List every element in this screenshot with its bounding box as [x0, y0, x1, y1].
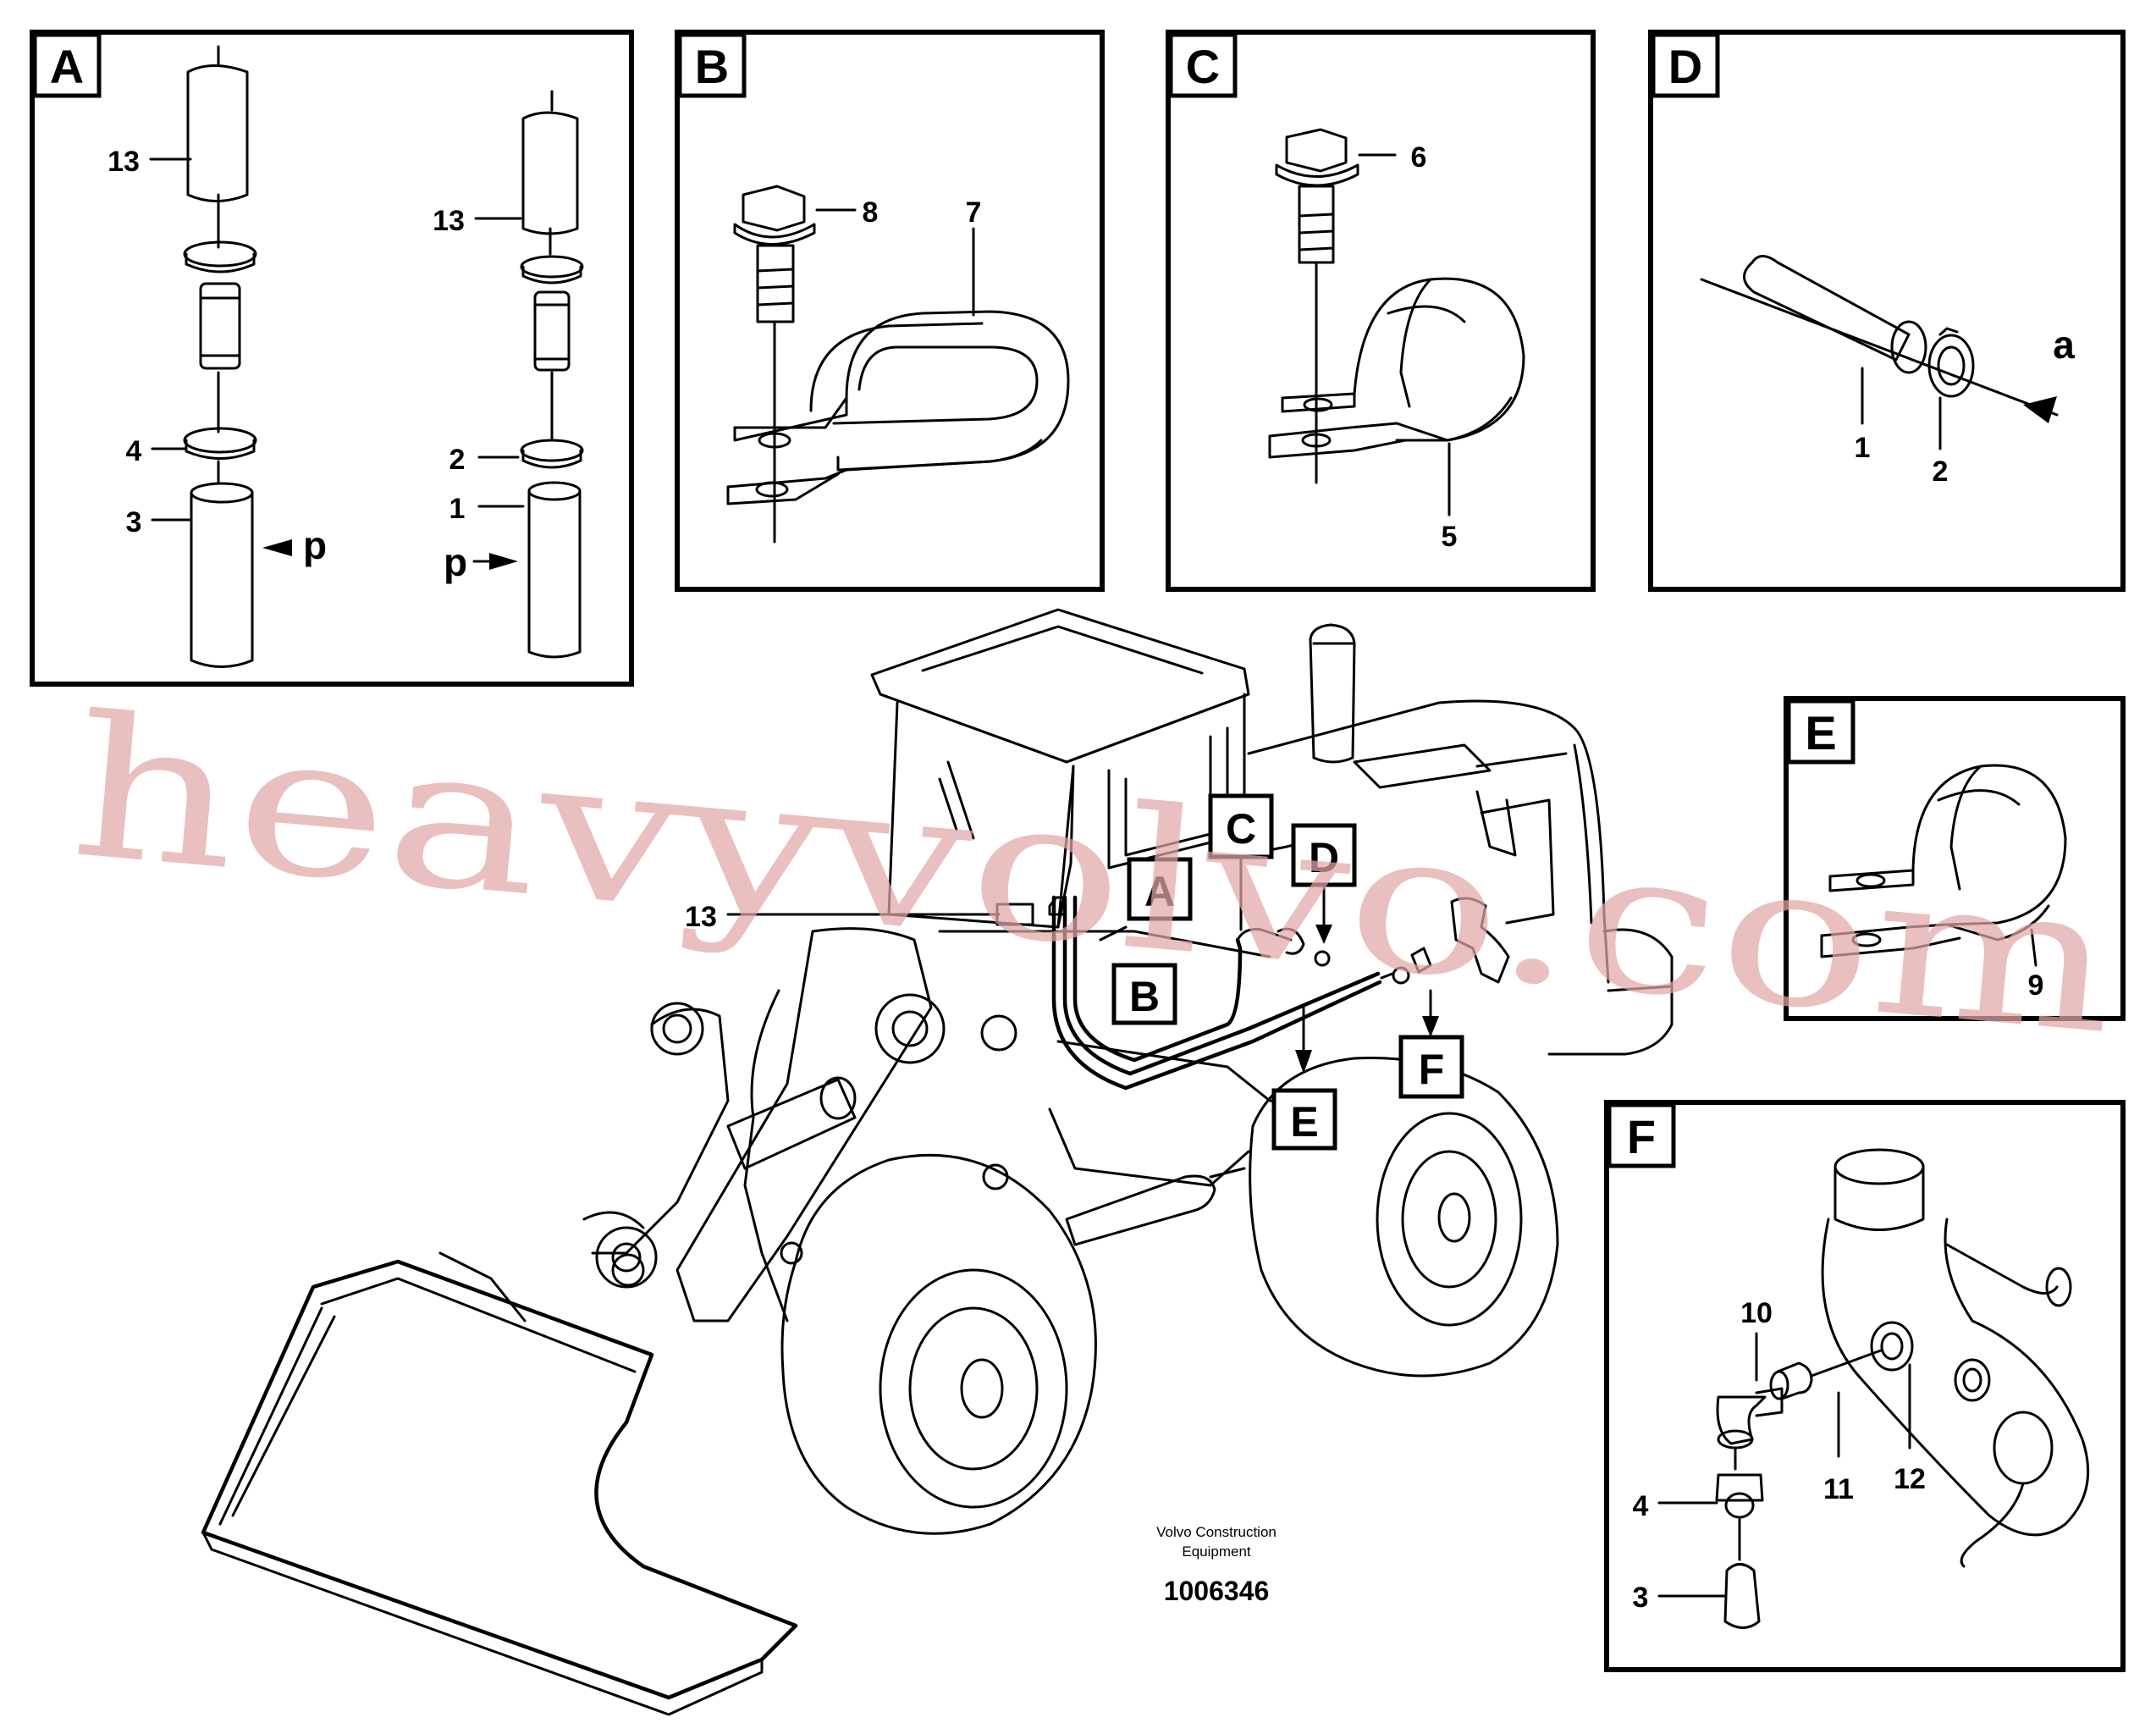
panel-f-tag [1607, 1102, 1676, 1168]
panel-e-letter: E [1805, 706, 1836, 759]
panel-d-label-a: a [2053, 323, 2075, 367]
panel-d-tag [1651, 32, 1720, 98]
panel-c-frame [1166, 30, 1596, 592]
panel-e-tag [1786, 699, 1855, 765]
caption-line-2: Equipment [1182, 1543, 1251, 1560]
panel-a-label-13-left: 13 [108, 146, 140, 178]
panel-a-label-13-right: 13 [433, 205, 465, 237]
panel-e-label-9: 9 [2028, 969, 2044, 1002]
panel-b-tag [677, 32, 747, 98]
location-tag-a: A [1099, 857, 1193, 942]
panel-a-frame [30, 30, 634, 687]
location-tag-d: D [1291, 823, 1357, 944]
location-tag-b: B [1111, 963, 1177, 1025]
panel-e-frame [1784, 696, 2126, 1021]
detail-panel-a: A 13 4 3 p [30, 30, 634, 687]
hose-assembly-left [183, 45, 257, 668]
detail-panel-d: D a 1 2 [1648, 30, 2126, 592]
drawing-number: 1006346 [1164, 1576, 1270, 1606]
location-tag-c: C [1208, 793, 1274, 931]
panel-a-label-1: 1 [449, 493, 466, 525]
hose-and-clamp-drawing [1700, 255, 2059, 417]
panel-f-label-10: 10 [1740, 1297, 1773, 1329]
machine-label-13: 13 [685, 901, 717, 933]
connector-assembly-drawing [1715, 1148, 2090, 1629]
location-tag-e: E [1271, 1006, 1337, 1151]
svg-text:D: D [1309, 834, 1339, 881]
panel-a-arrow-p-left [262, 539, 292, 556]
panel-c-letter: C [1186, 40, 1220, 93]
clamp-7-drawing [726, 310, 1070, 505]
bolt-6-drawing [1275, 128, 1359, 484]
panel-c-tag [1168, 32, 1238, 98]
panel-f-label-11: 11 [1823, 1473, 1854, 1505]
panel-b-frame [675, 30, 1105, 592]
detail-panel-f: F [1604, 1100, 2126, 1672]
panel-a-tag [32, 32, 102, 98]
panel-f-letter: F [1627, 1110, 1656, 1163]
panel-d-arrow-a [2023, 396, 2057, 423]
panel-c-label-5: 5 [1442, 521, 1458, 553]
svg-text:B: B [1129, 973, 1160, 1020]
panel-a-label-p-right: p [444, 540, 467, 584]
caption-line-1: Volvo Construction [1156, 1524, 1277, 1540]
panel-a-letter: A [50, 40, 84, 93]
panel-d-frame [1648, 30, 2126, 592]
panel-a-label-3: 3 [126, 506, 142, 538]
clamp-9-drawing [1820, 764, 2067, 958]
panel-b-label-7: 7 [966, 196, 982, 229]
svg-text:A: A [1144, 868, 1175, 915]
svg-text:C: C [1226, 805, 1256, 853]
detail-panel-c: C 6 5 [1166, 30, 1596, 592]
panel-b-label-8: 8 [863, 196, 879, 229]
panel-f-label-4: 4 [1633, 1490, 1649, 1522]
svg-text:E: E [1290, 1098, 1318, 1146]
panel-d-label-2: 2 [1933, 456, 1949, 488]
clamp-5-drawing [1268, 277, 1525, 459]
panel-c-label-6: 6 [1411, 141, 1427, 174]
bolt-8-drawing [733, 185, 816, 544]
panel-a-label-2: 2 [449, 444, 466, 476]
panel-f-label-12: 12 [1894, 1463, 1926, 1495]
panel-a-arrow-p-right [489, 553, 518, 570]
wheel-loader-drawing [201, 608, 1674, 1716]
hose-assembly-right [520, 90, 584, 659]
panel-a-label-4: 4 [126, 435, 142, 467]
detail-panel-e: E 9 [1784, 696, 2126, 1021]
detail-panel-b: B 8 7 [675, 30, 1105, 592]
panel-d-letter: D [1668, 40, 1702, 93]
svg-text:F: F [1419, 1046, 1445, 1093]
panel-f-label-3: 3 [1633, 1582, 1649, 1614]
panel-a-label-p-left: p [303, 523, 327, 567]
panel-b-letter: B [695, 40, 729, 93]
panel-d-label-1: 1 [1855, 432, 1871, 464]
panel-f-frame [1604, 1100, 2126, 1672]
location-tag-f: F [1398, 989, 1464, 1099]
